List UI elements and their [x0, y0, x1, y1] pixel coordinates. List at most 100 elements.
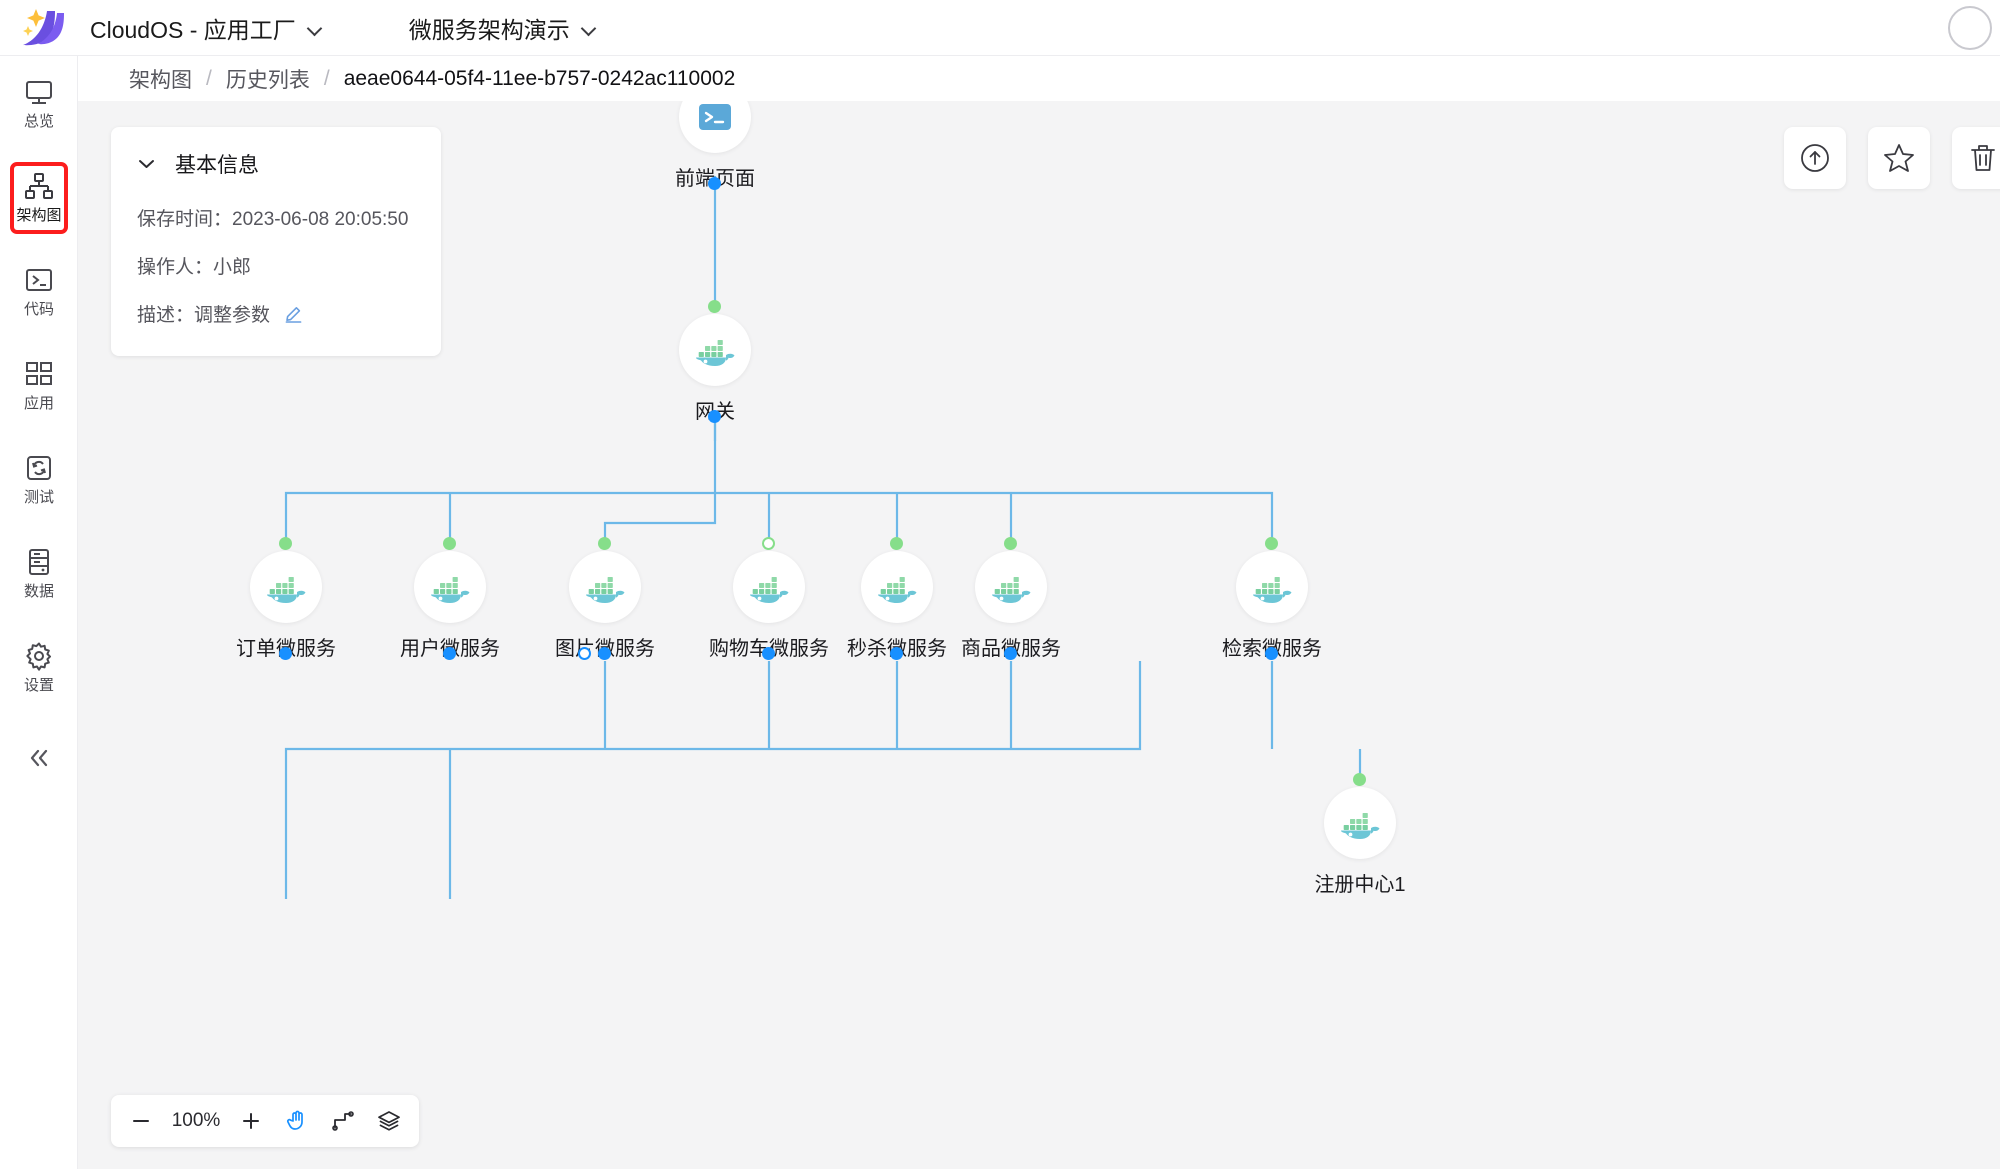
sidebar-item-architecture[interactable]: 架构图	[0, 150, 78, 244]
docker-icon	[992, 577, 1031, 603]
basic-info-header[interactable]: 基本信息	[111, 149, 441, 179]
architecture-canvas[interactable]: 基本信息 保存时间：2023-06-08 20:05:50 操作人：小郎 描述：…	[78, 101, 2000, 1169]
pencil-icon	[285, 307, 302, 323]
zoom-level: 100%	[171, 1110, 221, 1131]
app-logo[interactable]	[0, 0, 88, 56]
refresh-icon	[27, 456, 51, 480]
port-input[interactable]	[1004, 647, 1017, 660]
project-label: 微服务架构演示	[408, 16, 570, 43]
breadcrumb-separator: /	[206, 66, 212, 90]
node-gateway[interactable]: 网关	[645, 300, 785, 424]
monitor-icon	[26, 81, 52, 104]
sidebar-item-label: 总览	[23, 113, 54, 130]
gear-icon	[26, 642, 51, 671]
layers-icon	[378, 1111, 400, 1131]
export-button[interactable]	[1784, 127, 1846, 189]
port-output[interactable]	[1004, 537, 1017, 550]
sparkle-logo-icon	[23, 8, 64, 45]
favorite-button[interactable]	[1868, 127, 1930, 189]
operator-label: 操作人：	[137, 257, 214, 278]
node-cart-service[interactable]: 购物车微服务	[699, 537, 839, 661]
node-icon-wrap[interactable]	[861, 551, 933, 623]
port-output[interactable]	[890, 537, 903, 550]
description-row: 描述：调整参数	[111, 300, 441, 330]
delete-button[interactable]	[1952, 127, 2000, 189]
double-chevron-left-icon	[30, 749, 48, 767]
node-product-service[interactable]: 商品微服务	[941, 537, 1081, 661]
breadcrumb-root[interactable]: 架构图	[129, 68, 192, 92]
node-icon-wrap[interactable]	[1236, 551, 1308, 623]
terminal-icon	[26, 269, 52, 291]
zoom-out-button[interactable]	[121, 1101, 161, 1141]
node-icon-wrap[interactable]	[733, 551, 805, 623]
port-input-secondary[interactable]	[578, 647, 591, 660]
project-selector[interactable]: 微服务架构演示	[409, 11, 597, 45]
sidebar-item-label: 数据	[23, 583, 54, 600]
node-icon-wrap[interactable]	[1324, 787, 1396, 859]
brand-selector[interactable]: CloudOS - 应用工厂	[90, 11, 323, 45]
node-search-service[interactable]: 检索微服务	[1202, 537, 1342, 661]
sidebar-item-data[interactable]: 数据	[0, 526, 78, 620]
sidebar-item-settings[interactable]: 设置	[0, 620, 78, 714]
node-user-service[interactable]: 用户微服务	[380, 537, 520, 661]
sidebar-item-test[interactable]: 测试	[0, 432, 78, 526]
node-icon-wrap[interactable]	[975, 551, 1047, 623]
avatar[interactable]	[1948, 6, 1992, 50]
save-time-label: 保存时间：	[137, 209, 233, 230]
port-output[interactable]	[1353, 773, 1366, 786]
minus-icon	[133, 1120, 149, 1122]
port-input[interactable]	[279, 647, 292, 660]
node-icon-wrap[interactable]	[414, 551, 486, 623]
polyline-icon	[332, 1111, 354, 1131]
layers-button[interactable]	[369, 1101, 409, 1141]
chevron-down-icon	[139, 160, 154, 168]
port-output[interactable]	[1265, 537, 1278, 550]
hand-icon	[287, 1110, 303, 1130]
description-label: 描述：	[137, 305, 195, 326]
port-input[interactable]	[708, 177, 721, 190]
sidebar-item-code[interactable]: 代码	[0, 244, 78, 338]
zoom-in-button[interactable]	[231, 1101, 271, 1141]
port-input[interactable]	[762, 647, 775, 660]
node-icon-wrap[interactable]	[569, 551, 641, 623]
port-output[interactable]	[279, 537, 292, 550]
docker-icon	[1253, 577, 1292, 603]
port-output[interactable]	[598, 537, 611, 550]
terminal-window-icon	[699, 104, 731, 130]
node-icon-wrap[interactable]	[250, 551, 322, 623]
node-seckill-service[interactable]: 秒杀微服务	[827, 537, 967, 661]
node-icon-wrap[interactable]	[679, 101, 751, 153]
save-time-row: 保存时间：2023-06-08 20:05:50	[111, 204, 441, 231]
pan-tool-button[interactable]	[277, 1101, 317, 1141]
node-frontend[interactable]: 前端页面	[645, 101, 785, 191]
sidebar-item-overview[interactable]: 总览	[0, 56, 78, 150]
port-output[interactable]	[443, 537, 456, 550]
port-output[interactable]	[762, 537, 775, 550]
basic-info-card: 基本信息 保存时间：2023-06-08 20:05:50 操作人：小郎 描述：…	[111, 127, 441, 356]
port-input[interactable]	[598, 647, 611, 660]
star-icon	[1884, 144, 1914, 172]
sidebar-collapse-button[interactable]	[0, 728, 78, 788]
node-order-service[interactable]: 订单微服务	[216, 537, 356, 661]
sidebar-item-application[interactable]: 应用	[0, 338, 78, 432]
zoom-toolbar: 100%	[111, 1095, 419, 1147]
port-output[interactable]	[708, 300, 721, 313]
docker-icon	[1341, 813, 1380, 839]
breadcrumb-parent[interactable]: 历史列表	[225, 68, 310, 92]
node-icon-wrap[interactable]	[679, 314, 751, 386]
port-input[interactable]	[1265, 647, 1278, 660]
breadcrumb-bar: 架构图 / 历史列表 / aeae0644-05f4-11ee-b757-024…	[78, 56, 2000, 101]
sidebar-item-label: 测试	[23, 489, 54, 506]
plus-icon	[243, 1113, 259, 1129]
edge-style-button[interactable]	[323, 1101, 363, 1141]
port-input[interactable]	[443, 647, 456, 660]
database-icon	[29, 549, 49, 575]
port-input[interactable]	[890, 647, 903, 660]
grid-icon	[26, 362, 52, 385]
node-image-service[interactable]: 图片微服务	[535, 537, 675, 661]
trash-icon	[1971, 145, 1995, 171]
port-input[interactable]	[708, 410, 721, 423]
edit-description-button[interactable]	[284, 305, 303, 330]
node-registry-1[interactable]: 注册中心1	[1290, 773, 1430, 897]
